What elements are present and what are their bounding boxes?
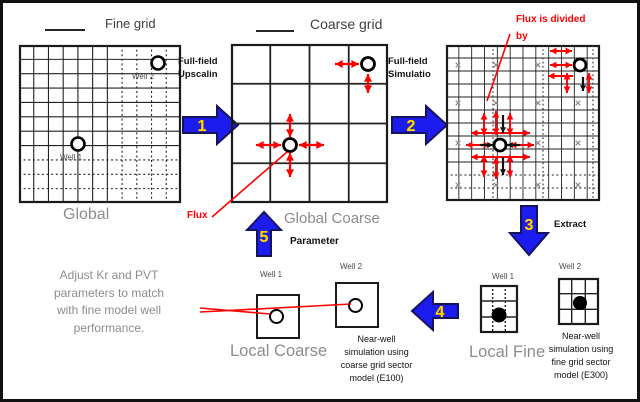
step-1-arrow: 1	[182, 103, 240, 147]
upscaling-label: Full-field Upscalin	[178, 55, 218, 81]
well1-label-global-grid: Well 1	[60, 153, 83, 162]
flux-divided-line2: by	[516, 31, 528, 42]
global-coarse-grid	[230, 43, 389, 204]
upscaling-line1: Full-field	[178, 56, 218, 67]
parameter-label: Parameter	[290, 236, 339, 247]
step-3-arrow-shape	[507, 205, 551, 257]
local-fine-well2-grid	[557, 277, 600, 326]
adjust-line3: with fine model well	[56, 303, 162, 317]
local-coarse-label: Local Coarse	[230, 342, 328, 360]
step-2-arrow-shape	[391, 103, 449, 147]
nwf-line2: simulation using	[548, 344, 614, 354]
flux-label: Flux	[187, 210, 208, 221]
step-2-arrow: 2	[391, 103, 449, 147]
nwf-line1: Near-well	[561, 331, 600, 341]
well1-label-local-fine: Well 1	[492, 272, 515, 281]
simulation-line1: Full-field	[388, 56, 428, 67]
nwc-line3: coarse grid sector	[340, 360, 413, 370]
nwf-line3: fine grid sector	[551, 357, 611, 367]
extract-label: Extract	[554, 219, 587, 230]
upscaling-line2: Upscalin	[178, 69, 218, 80]
flux-divided-fine-grid	[445, 44, 601, 202]
local-fine-label: Local Fine	[469, 343, 546, 361]
well1-symbol-local-coarse	[269, 309, 284, 324]
simulation-label: Full-field Simulatio	[388, 55, 431, 81]
near-well-fine-caption: Near-well simulation using fine grid sec…	[541, 330, 621, 382]
flux-divided-line1: Flux is divided	[516, 14, 586, 25]
adjust-note: Adjust Kr and PVT parameters to match wi…	[25, 267, 193, 337]
nwc-line4: model (E100)	[349, 373, 404, 383]
coarse-grid-legend-line	[256, 30, 294, 32]
simulation-line2: Simulatio	[388, 69, 431, 80]
step-1-number: 1	[198, 118, 207, 135]
legend-coarse-label: Coarse grid	[310, 16, 383, 32]
adjust-line4: performance.	[73, 320, 145, 335]
local-coarse-well2-box	[335, 282, 379, 328]
step-5-arrow: 5	[244, 210, 284, 257]
near-well-coarse-caption: Near-well simulation using coarse grid s…	[329, 333, 424, 385]
well2-label-global-grid: Well 2	[132, 72, 155, 81]
local-coarse-well1-box	[256, 294, 300, 339]
step-4-number: 4	[436, 304, 445, 321]
step-1-arrow-shape	[182, 103, 240, 147]
legend-fine-label: Fine grid	[105, 16, 156, 31]
flux-divided-label: Flux is divided by	[516, 11, 585, 45]
adjust-line1: Adjust Kr and PVT	[59, 268, 159, 282]
step-4-arrow: 4	[410, 289, 459, 333]
adjust-line2: parameters to match	[53, 285, 165, 300]
local-fine-well1-grid	[479, 284, 519, 334]
step-3-number: 3	[525, 217, 534, 234]
step-3-arrow: 3	[507, 205, 551, 257]
well1-label-local-coarse: Well 1	[260, 270, 283, 279]
nwf-line4: model (E300)	[553, 370, 609, 380]
global-label: Global	[63, 206, 110, 223]
well2-symbol-local-coarse	[348, 298, 363, 313]
fine-grid-legend-line	[45, 29, 85, 31]
step-5-arrow-shape	[244, 210, 284, 257]
well2-label-local-fine: Well 2	[559, 262, 582, 271]
step-2-number: 2	[407, 118, 416, 135]
step-5-number: 5	[260, 229, 269, 246]
nwc-line2: simulation using	[344, 347, 409, 357]
global-fine-grid	[18, 44, 182, 204]
nwc-line1: Near-well	[357, 334, 396, 344]
global-coarse-label: Global Coarse	[284, 210, 380, 227]
step-4-arrow-shape	[410, 289, 459, 333]
well2-label-local-coarse: Well 2	[340, 262, 363, 271]
